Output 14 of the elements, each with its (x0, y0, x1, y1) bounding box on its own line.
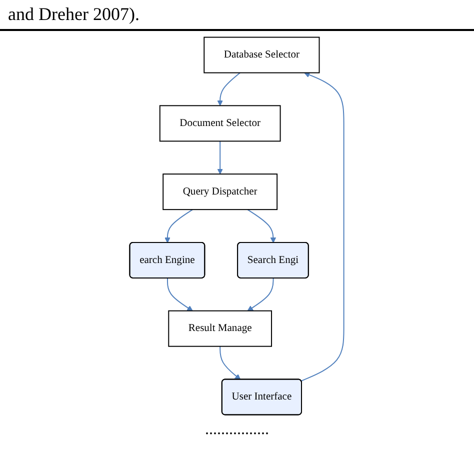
arrow (248, 278, 274, 312)
arrow (220, 346, 241, 380)
arrow (167, 278, 194, 312)
node-box: Query Dispatcher (162, 174, 278, 210)
caption: and Dreher 2007). (0, 0, 474, 31)
arrow (247, 209, 276, 244)
arrow (164, 209, 194, 244)
arrow (300, 72, 345, 382)
ellipsis-dots: ................ (205, 421, 269, 438)
node-box: Database Selector (204, 36, 320, 74)
arrow (217, 140, 224, 174)
arrow (217, 72, 241, 106)
node-box: Document Selector (160, 105, 282, 142)
node-box: Result Manage (168, 310, 272, 347)
